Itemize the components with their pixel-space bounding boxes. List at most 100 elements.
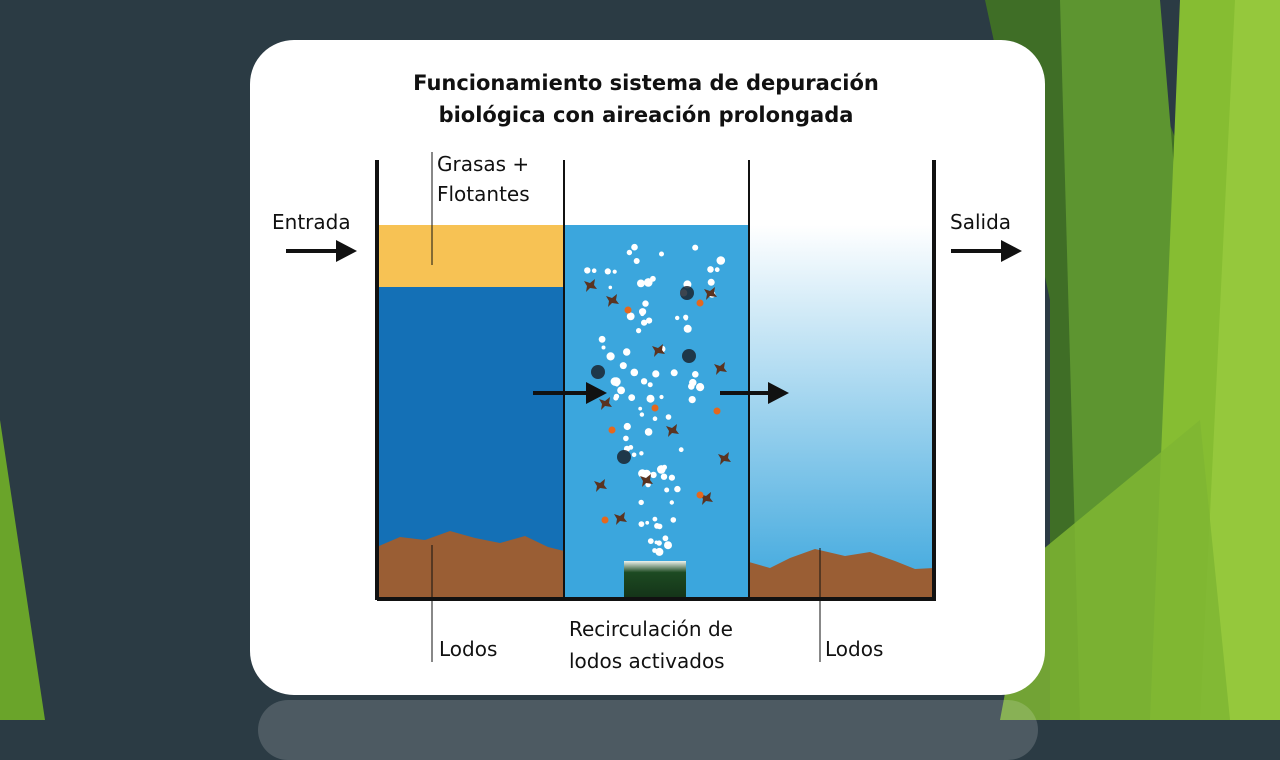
air-bubbles (584, 243, 726, 556)
air-bubble (714, 267, 720, 273)
sludge-floc (652, 344, 665, 357)
air-bubble (675, 315, 680, 321)
biomass-cluster (617, 450, 631, 464)
air-bubble (664, 487, 670, 493)
flow-arrow-2-icon (720, 382, 789, 404)
air-bubble (628, 445, 634, 450)
particle (696, 299, 704, 307)
air-bubble (626, 312, 635, 321)
flow-arrow-1-icon (533, 382, 607, 404)
particle (601, 516, 609, 524)
air-bubble (612, 269, 617, 274)
recirc-label-line2: lodos activados (569, 649, 725, 673)
air-bubble (598, 335, 606, 343)
air-bubble (650, 275, 656, 282)
green-shape-left (0, 420, 45, 720)
air-bubble (646, 394, 655, 403)
particle (696, 491, 704, 499)
air-bubble (638, 521, 645, 527)
grease-label-line2: Flotantes (437, 182, 530, 206)
grease-label-line1: Grasas + (437, 152, 529, 176)
air-bubble (688, 396, 696, 404)
air-bubble (591, 268, 597, 274)
air-bubble (678, 447, 684, 453)
sludge-floc (666, 424, 679, 437)
air-bubble (623, 435, 629, 442)
diagram-title-line2: biológica con aireación prolongada (439, 103, 854, 127)
sludge-right-label: Lodos (825, 637, 883, 661)
air-bubble (638, 406, 643, 411)
air-bubble (707, 266, 714, 273)
air-bubble (619, 362, 627, 370)
sludge-floc (704, 287, 717, 300)
green-shape-bottom (1000, 420, 1230, 720)
inlet-label: Entrada (272, 210, 351, 234)
air-bubble (642, 300, 649, 307)
air-bubble (659, 394, 664, 400)
air-bubble (584, 267, 591, 274)
green-shape-right-highlight (1200, 0, 1280, 720)
air-bubble (670, 369, 678, 377)
recirc-label-line1: Recirculación de (569, 617, 733, 641)
air-bubble (626, 249, 633, 256)
sludge-floc (594, 479, 607, 492)
outlet-arrow-icon (951, 240, 1022, 262)
air-bubble (659, 251, 664, 257)
air-bubble (617, 386, 625, 395)
particle (713, 407, 721, 415)
air-bubble (633, 258, 640, 264)
tank-walls (375, 160, 936, 601)
air-bubble (657, 549, 663, 555)
air-bubble (668, 474, 676, 481)
diagram-title-line1: Funcionamiento sistema de depuración (413, 71, 879, 95)
air-bubble (692, 244, 699, 251)
sludge-floc (606, 294, 619, 307)
air-bubble (692, 371, 699, 378)
air-diffuser (624, 561, 686, 599)
air-bubble (630, 368, 639, 377)
air-bubble (689, 378, 697, 387)
air-bubble (716, 256, 726, 265)
sludge-right (749, 549, 934, 599)
sludge-left-label: Lodos (439, 637, 497, 661)
sludge-floc (599, 397, 612, 410)
air-bubble (662, 535, 669, 542)
air-bubble (645, 520, 650, 525)
air-bubble (606, 352, 615, 361)
sludge-floc (640, 474, 653, 487)
sludge-left (379, 531, 564, 599)
outlet-label: Salida (950, 210, 1011, 234)
sludge-floc (718, 452, 731, 465)
treatment-diagram: Funcionamiento sistema de depuración bio… (272, 71, 1022, 673)
air-bubble (623, 348, 631, 356)
air-bubble (696, 383, 705, 392)
air-bubble (652, 516, 658, 522)
clarifier-chamber (749, 225, 934, 599)
air-bubble (650, 471, 657, 479)
air-bubble (610, 377, 620, 386)
air-bubble (646, 317, 653, 324)
inlet-arrow-icon (286, 240, 357, 262)
air-bubble (601, 345, 606, 350)
air-bubble (640, 378, 648, 385)
air-bubble (683, 314, 689, 320)
air-bubble (639, 412, 645, 417)
air-bubble (641, 319, 648, 326)
air-bubble (637, 279, 645, 288)
biomass-cluster (680, 286, 694, 300)
grease-layer (379, 225, 564, 287)
air-bubble (613, 393, 620, 400)
sludge-flocs (584, 279, 731, 525)
sludge-floc (614, 512, 627, 525)
sludge-floc (714, 362, 727, 375)
air-bubble (604, 268, 611, 275)
air-bubble (656, 523, 663, 530)
air-bubble (638, 499, 644, 506)
air-bubble (652, 370, 660, 378)
air-bubble (656, 540, 662, 546)
air-bubble (683, 324, 692, 333)
air-bubble (707, 278, 715, 286)
air-bubble (631, 452, 637, 458)
air-bubble (644, 428, 653, 436)
air-bubble (657, 465, 666, 474)
